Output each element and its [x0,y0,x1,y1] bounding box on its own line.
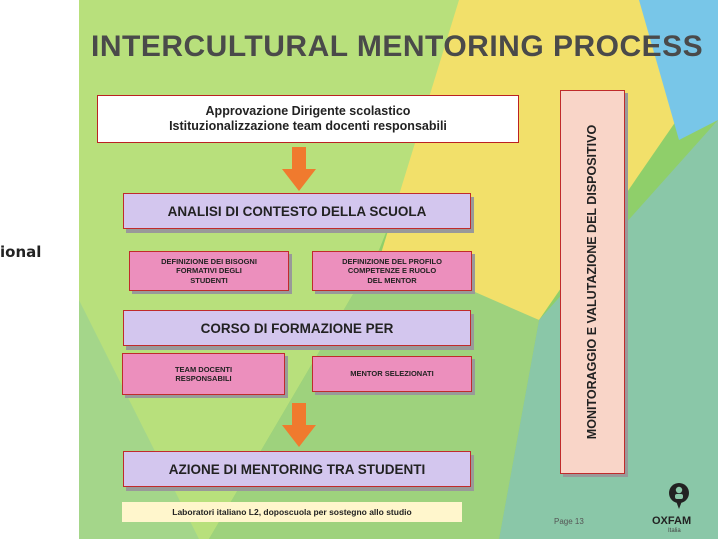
footer-activities-box: Laboratori italiano L2, doposcuola per s… [122,502,462,522]
context-analysis-box: ANALISI DI CONTESTO DELLA SCUOLA [123,193,471,229]
mentoring-action-box: AZIONE DI MENTORING TRA STUDENTI [123,451,471,487]
oxfam-logo-icon [669,483,689,509]
mentor-profile-text: DEFINIZIONE DEL PROFILO COMPETENZE E RUO… [342,256,442,285]
context-analysis-text: ANALISI DI CONTESTO DELLA SCUOLA [167,203,427,219]
teacher-team-box: TEAM DOCENTI RESPONSABILI [122,353,285,395]
monitoring-evaluation-text: MONITORAGGIO E VALUTAZIONE DEL DISPOSITI… [585,124,600,440]
training-course-box: CORSO DI FORMAZIONE PER [123,310,471,346]
selected-mentors-box: MENTOR SELEZIONATI [312,356,472,392]
student-needs-box: DEFINIZIONE DEI BISOGNI FORMATIVI DEGLI … [129,251,289,291]
mentoring-action-text: AZIONE DI MENTORING TRA STUDENTI [168,461,426,477]
student-needs-text: DEFINIZIONE DEI BISOGNI FORMATIVI DEGLI … [161,256,257,285]
down-arrow-icon [282,403,316,447]
down-arrow-icon [282,147,316,191]
slide-title: INTERCULTURAL MENTORING PROCESS [91,30,704,63]
teacher-team-text: TEAM DOCENTI RESPONSABILI [174,364,233,384]
cropped-side-text: ional [0,243,42,261]
oxfam-wordmark: OXFAM [652,515,692,527]
slide: INTERCULTURAL MENTORING PROCESS Approvaz… [79,0,718,539]
footer-activities-text: Laboratori italiano L2, doposcuola per s… [172,507,412,517]
training-course-text: CORSO DI FORMAZIONE PER [200,320,394,336]
page-number: Page 13 [554,517,584,526]
monitoring-evaluation-box: MONITORAGGIO E VALUTAZIONE DEL DISPOSITI… [560,90,625,474]
oxfam-subtitle: Italia [668,528,681,534]
mentor-profile-box: DEFINIZIONE DEL PROFILO COMPETENZE E RUO… [312,251,472,291]
approval-box: Approvazione Dirigente scolastico Istitu… [97,95,519,143]
approval-text: Approvazione Dirigente scolastico Istitu… [169,104,447,133]
selected-mentors-text: MENTOR SELEZIONATI [350,369,434,379]
